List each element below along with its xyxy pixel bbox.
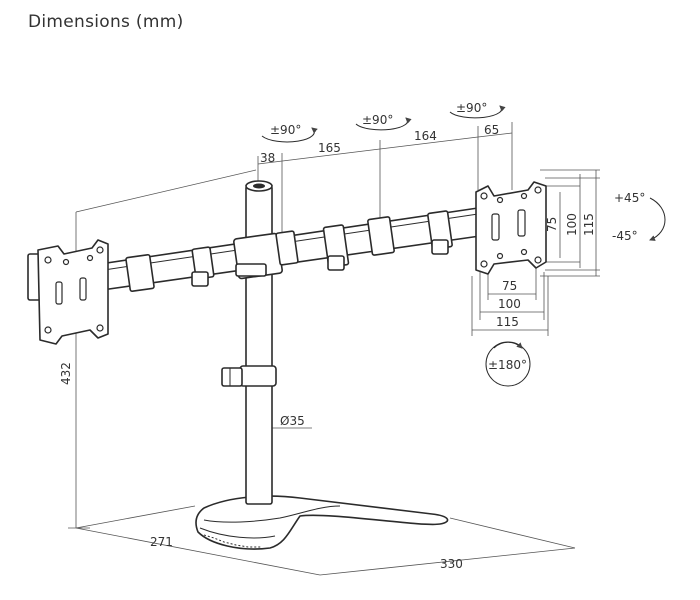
- dim-line-base-depth: [75, 527, 321, 576]
- dim-label-38: 38: [260, 151, 275, 165]
- rotate-label: ±180°: [488, 358, 527, 372]
- dim-label-h115: 115: [496, 315, 519, 329]
- dim-line-base-width: [319, 547, 576, 576]
- pole: [221, 180, 277, 505]
- base: [195, 495, 449, 550]
- dim-line-left-extent: [75, 169, 257, 213]
- tilt-indicator: +45° -45°: [612, 191, 666, 243]
- vesa-plate-right: [475, 181, 547, 275]
- dim-label-432: 432: [59, 362, 73, 385]
- vesa-plate-left: [27, 239, 109, 345]
- dim-label-164: 164: [414, 129, 437, 143]
- dim-label-165: 165: [318, 141, 341, 155]
- dim-line-arm-top: [257, 136, 479, 165]
- dim-line-arm-end: [477, 132, 513, 138]
- dim-label-v115: 115: [582, 213, 596, 236]
- diagram-title: Dimensions (mm): [28, 12, 184, 32]
- swivel-label-1: ±90°: [270, 123, 301, 137]
- arm: [99, 207, 481, 293]
- swivel-label-2: ±90°: [362, 113, 393, 127]
- dim-label-h75: 75: [502, 279, 517, 293]
- rotate-indicator: ±180°: [485, 341, 531, 387]
- dim-label-65: 65: [484, 123, 499, 137]
- tilt-down-label: -45°: [612, 229, 638, 243]
- swivel-indicator-3: ±90°: [449, 101, 506, 119]
- dimension-lines: [68, 122, 600, 576]
- tilt-up-label: +45°: [614, 191, 645, 205]
- dim-label-v100: 100: [565, 213, 579, 236]
- dim-label-271: 271: [150, 535, 173, 549]
- swivel-label-3: ±90°: [456, 101, 487, 115]
- swivel-indicator-2: ±90°: [355, 113, 412, 131]
- dim-label-diameter: Ø35: [280, 414, 305, 428]
- dim-label-330: 330: [440, 557, 463, 571]
- swivel-indicator-1: ±90°: [261, 123, 318, 143]
- dim-label-v75: 75: [545, 217, 559, 232]
- dimension-labels: 38 165 164 65 432 Ø35 271 330 75 100 115…: [59, 123, 596, 571]
- dim-label-h100: 100: [498, 297, 521, 311]
